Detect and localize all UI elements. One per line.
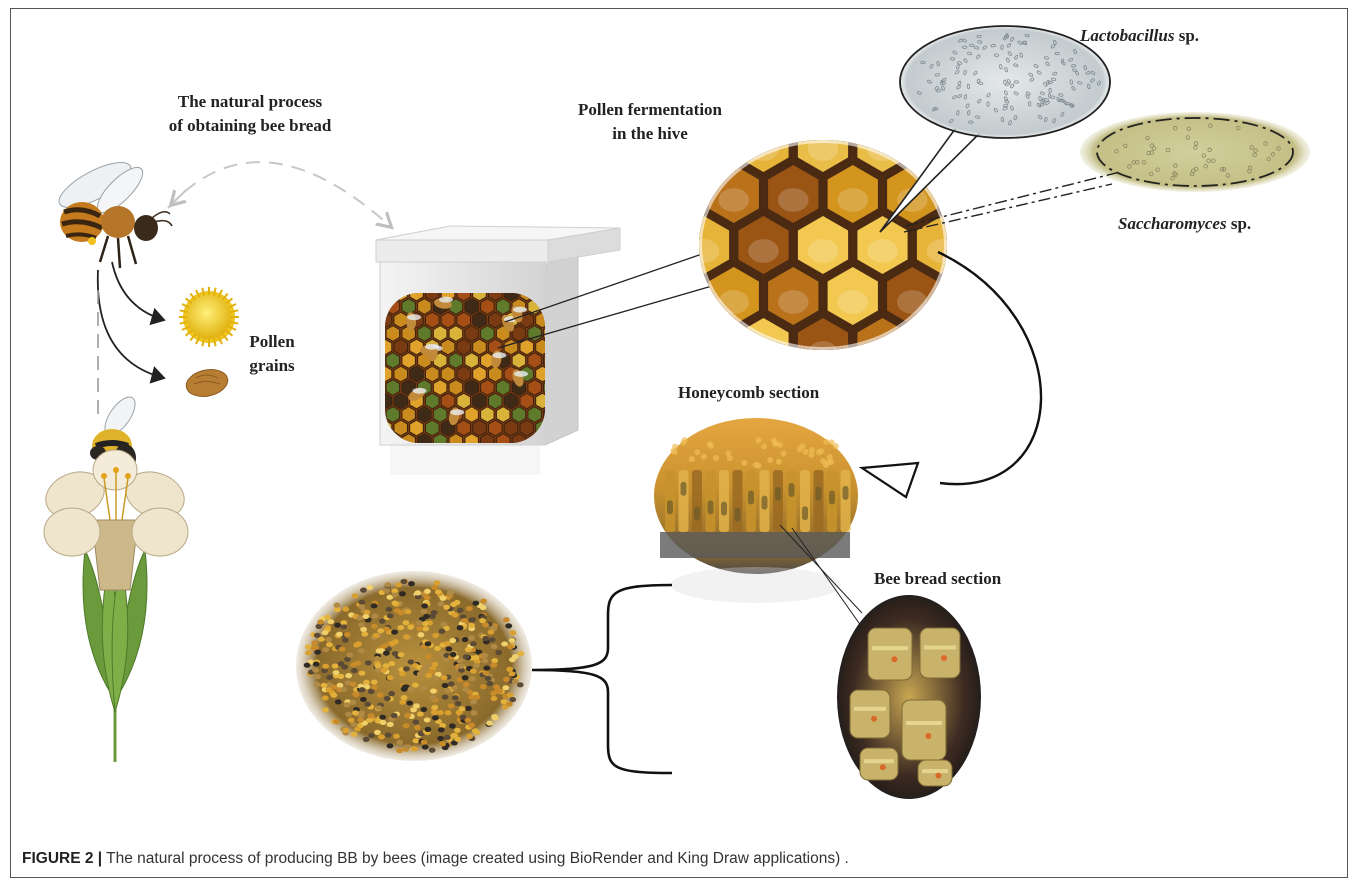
lactobacillus-label: Lactobacillus sp. xyxy=(1080,24,1199,48)
bee-to-oval-pollen-arrow xyxy=(98,270,164,378)
pollen-line2: grains xyxy=(236,354,308,378)
bee-bread-granules-image xyxy=(296,571,532,761)
bee-to-spiky-pollen-arrow xyxy=(112,262,164,320)
beehive-icon xyxy=(376,226,620,475)
saccharomyces-label: Saccharomyces sp. xyxy=(1118,212,1251,236)
bee-bread-section-image xyxy=(837,595,981,799)
honeybee-icon xyxy=(53,154,172,268)
fermentation-line2: in the hive xyxy=(556,122,744,146)
bracket-connector xyxy=(532,585,672,773)
honeycomb-section-label: Honeycomb section xyxy=(678,381,819,405)
hive-to-bee-arrowhead xyxy=(172,190,186,204)
hollow-arrowhead xyxy=(862,463,918,497)
saccharomyces-genus: Saccharomyces xyxy=(1118,214,1227,233)
saccharomyces-suffix: sp. xyxy=(1227,214,1252,233)
process-title-line1: The natural process xyxy=(150,90,350,114)
process-title: The natural process of obtaining bee bre… xyxy=(150,90,350,138)
pollen-line1: Pollen xyxy=(236,330,308,354)
caption-text: The natural process of producing BB by b… xyxy=(102,850,849,867)
bee-to-hive-dashed-arrow xyxy=(168,162,390,226)
pollen-spiky-icon xyxy=(179,287,239,347)
figure-caption: FIGURE 2 | The natural process of produc… xyxy=(22,850,849,868)
fermentation-line1: Pollen fermentation xyxy=(556,98,744,122)
pollen-oval-icon xyxy=(184,366,230,400)
process-title-line2: of obtaining bee bread xyxy=(150,114,350,138)
flower-icon xyxy=(39,450,190,762)
pollen-grains-label: Pollen grains xyxy=(236,330,308,378)
bee-bread-section-label: Bee bread section xyxy=(874,567,1001,591)
lactobacillus-genus: Lactobacillus xyxy=(1080,26,1174,45)
comb-to-section-curved-arrow xyxy=(938,252,1041,484)
lactobacillus-suffix: sp. xyxy=(1174,26,1199,45)
fermentation-label: Pollen fermentation in the hive xyxy=(556,98,744,146)
caption-figure-label: FIGURE 2 | xyxy=(22,850,102,867)
